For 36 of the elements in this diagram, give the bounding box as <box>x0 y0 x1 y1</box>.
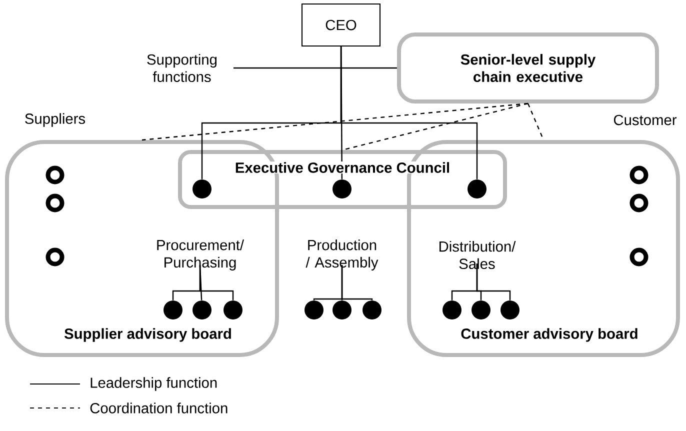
filled-dot <box>192 180 212 198</box>
connector-line <box>199 265 234 300</box>
connector-line <box>341 265 373 300</box>
filled-dot <box>332 180 352 198</box>
filled-dot <box>362 300 382 320</box>
filled-dot <box>192 300 212 320</box>
connector-line <box>476 264 511 300</box>
legend-item: Coordination function <box>30 402 228 414</box>
filled-dot <box>500 300 520 320</box>
filled-dot <box>304 300 324 320</box>
legend-item: Leadership function <box>30 377 217 391</box>
ring-dot <box>46 194 64 212</box>
filled-dot <box>224 300 242 320</box>
node-label: Customer <box>614 114 677 126</box>
ring-dot <box>630 194 648 212</box>
function-label: Procurement/ Purchasing <box>157 240 244 270</box>
connector-line <box>233 67 397 69</box>
connector-line <box>142 102 528 141</box>
node-label: Suppliers <box>25 113 86 127</box>
council-title: Executive Governance Council <box>234 161 451 174</box>
ring-dot <box>46 248 64 266</box>
function-label: Production / Assembly <box>306 240 378 270</box>
function-label: Supporting functions <box>147 54 217 82</box>
connector-line <box>340 46 478 180</box>
ceo-box: CEO <box>301 3 381 47</box>
ring-dot <box>630 166 648 184</box>
filled-dot <box>472 300 490 320</box>
ring-dot <box>46 166 64 184</box>
filled-dot <box>164 300 182 320</box>
ring-dot <box>630 248 648 266</box>
filled-dot <box>442 300 462 320</box>
council-box <box>178 150 507 209</box>
filled-dot <box>468 180 486 198</box>
executive-box: Senior-level supply chain executive <box>397 32 659 104</box>
filled-dot <box>332 300 352 320</box>
function-label: Distribution/ Sales <box>440 240 516 270</box>
